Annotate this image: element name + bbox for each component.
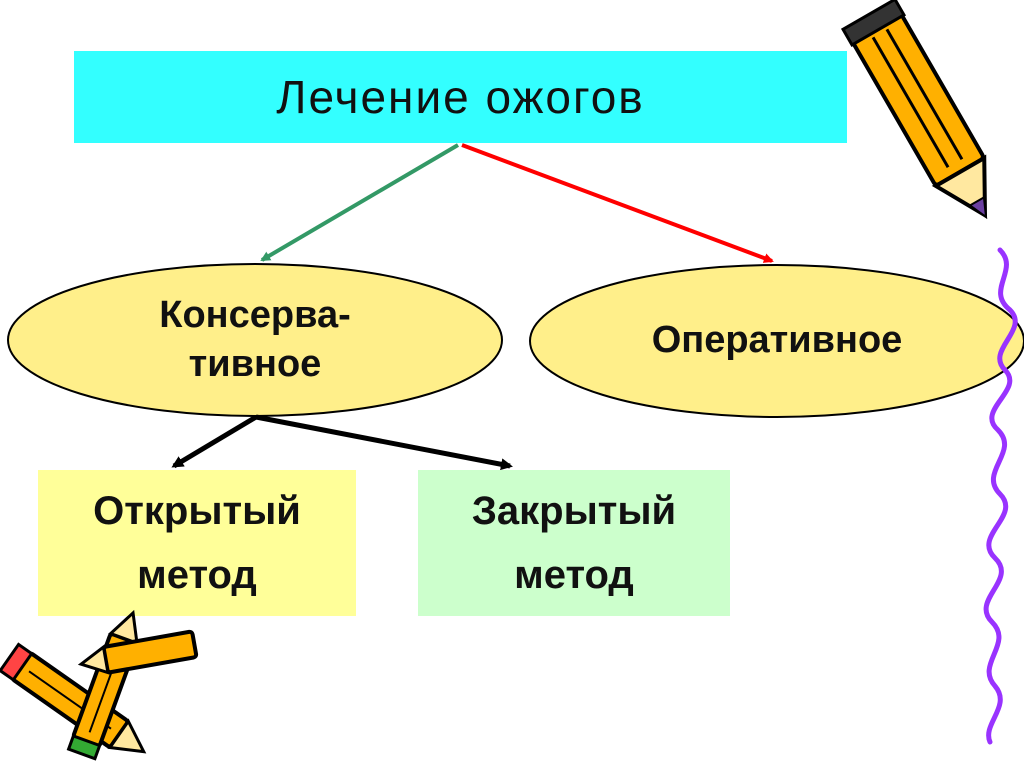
arrow-to-conservative (262, 145, 458, 260)
wavy-line (986, 250, 1015, 742)
arrow-to-closed-method (256, 417, 510, 466)
pencil-icon (843, 0, 1012, 232)
pencil-pair-icon (0, 608, 196, 765)
arrow-to-operative (462, 145, 772, 261)
arrow-to-open-method (174, 417, 256, 466)
